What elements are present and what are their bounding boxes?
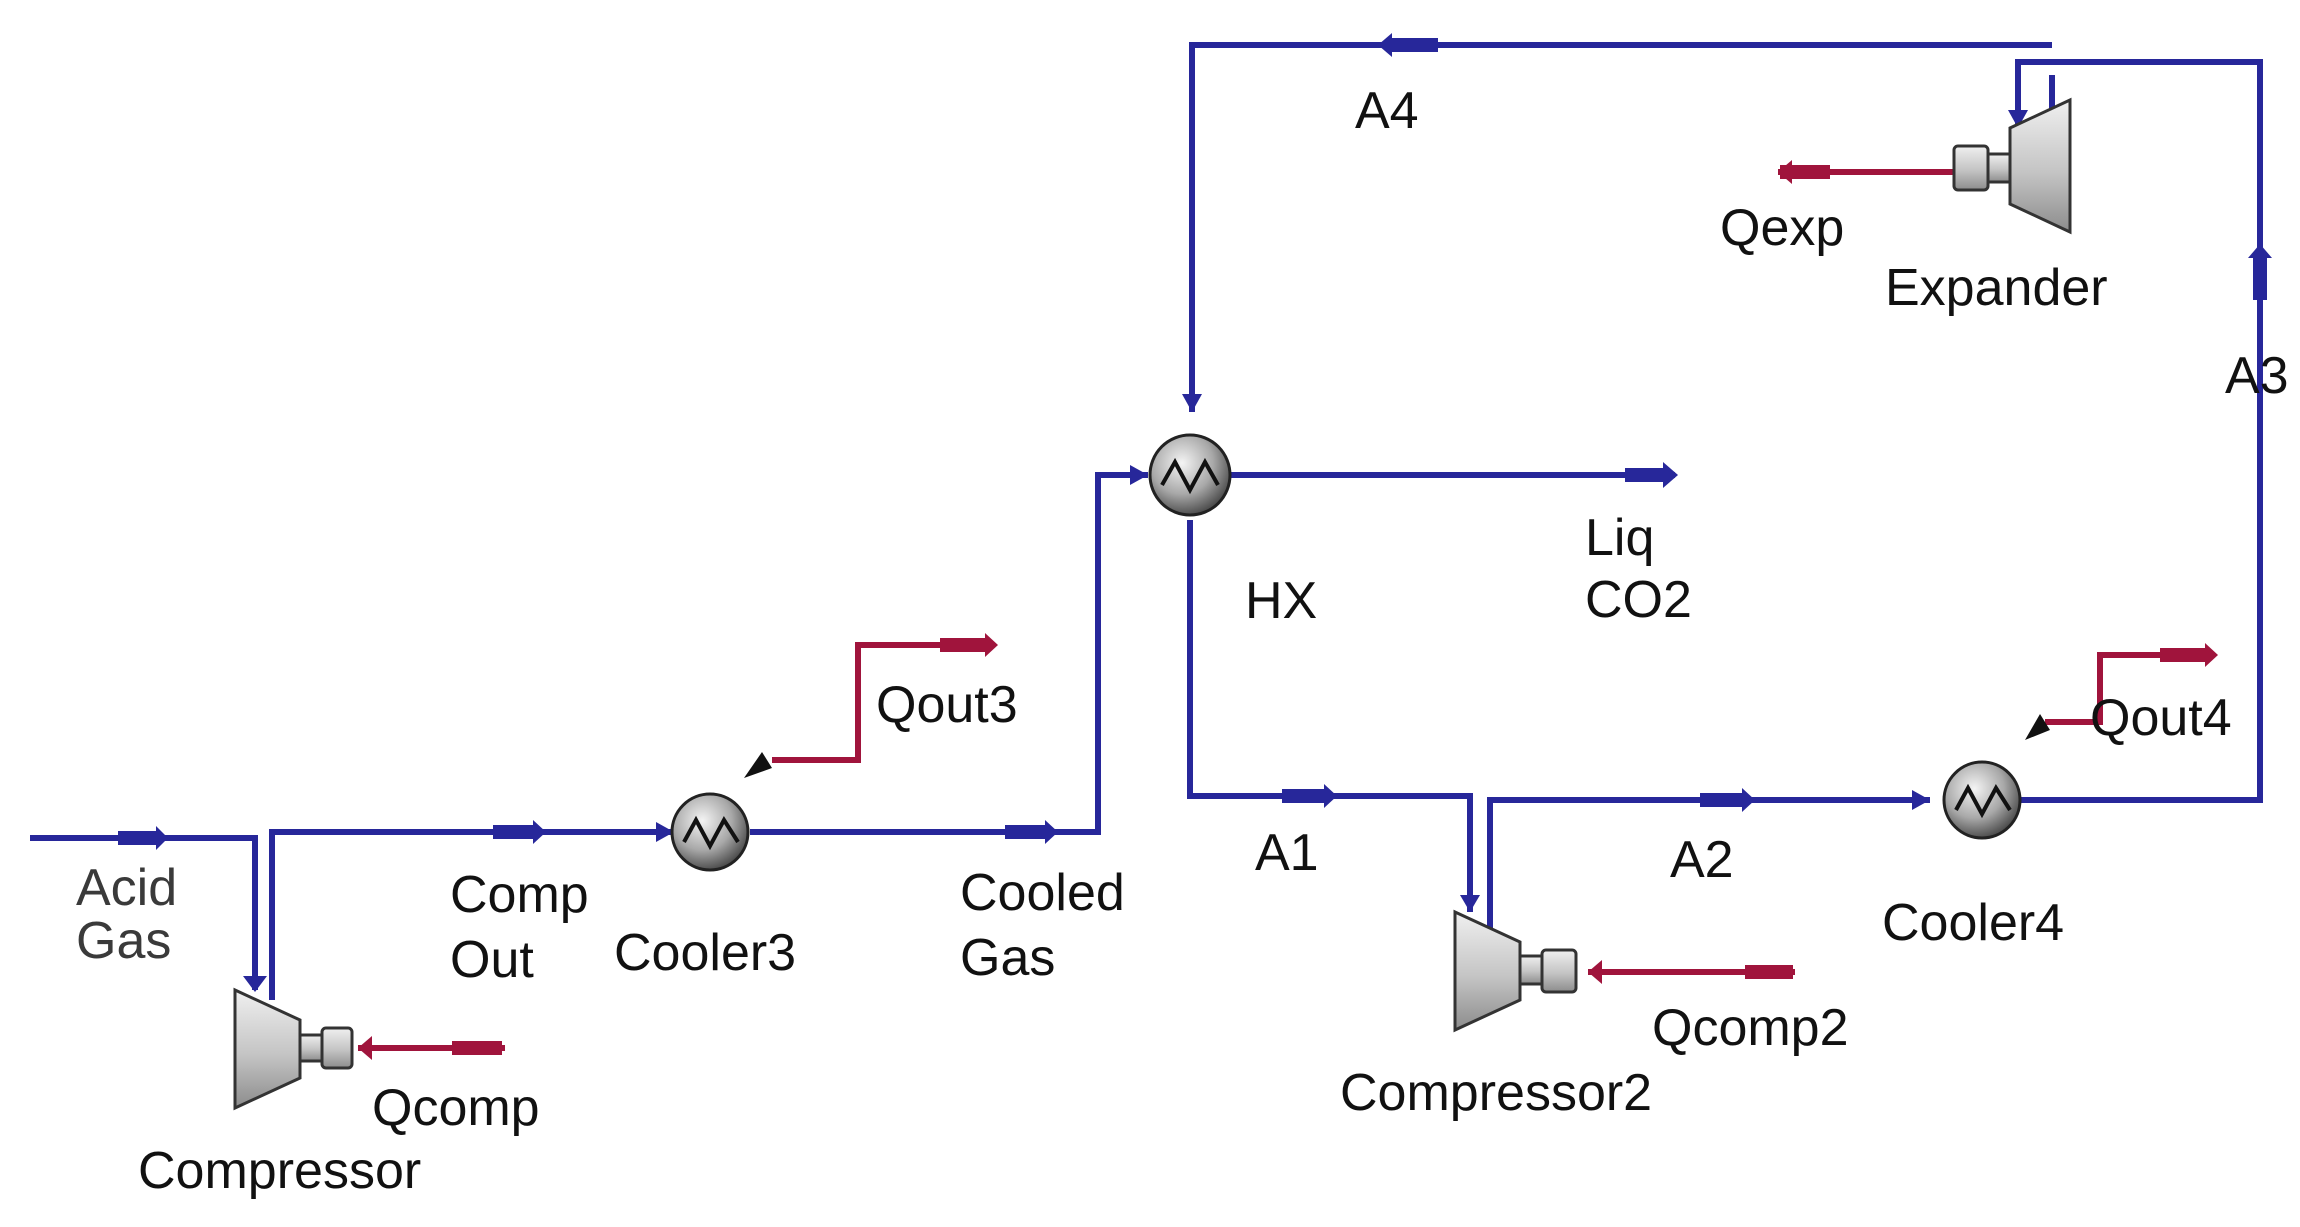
a3-stream-line[interactable]	[2015, 59, 2263, 803]
qout4-label: Qout4	[2090, 689, 2232, 747]
a3-flow-arrow	[2253, 258, 2267, 300]
energy-flow-arrows	[358, 160, 2218, 1060]
qcomp2-flow-arrow	[1745, 965, 1793, 979]
a1-label: A1	[1255, 824, 1319, 882]
liq-co2-label-line2: CO2	[1585, 571, 1692, 629]
a2-label: A2	[1670, 831, 1734, 889]
hx-inlet-arrow	[1130, 465, 1148, 485]
qcomp-label: Qcomp	[372, 1079, 540, 1137]
qout4-flow-arrow	[2160, 648, 2205, 662]
a1-flow-arrow	[1282, 789, 1324, 803]
heat-exchanger-icon[interactable]	[1148, 433, 1232, 517]
heat-exchanger-icon[interactable]	[670, 792, 750, 872]
cooled-gas-flow-arrow	[1005, 825, 1045, 839]
qexp-flow-arrow	[1780, 165, 1830, 179]
compressor2-label: Compressor2	[1340, 1064, 1652, 1122]
qcomp-arrowhead	[358, 1036, 372, 1060]
a2-flow-arrow	[1700, 793, 1742, 807]
qout3-label: Qout3	[876, 676, 1018, 734]
acid-gas-label-line2: Gas	[76, 912, 171, 970]
qout4-outlet-tip	[2025, 714, 2050, 740]
a4-stream-line[interactable]	[1189, 42, 2052, 412]
liq-co2-label-line1: Liq	[1585, 509, 1654, 567]
qexp-label: Qexp	[1720, 199, 1844, 257]
cooler4-label: Cooler4	[1882, 894, 2064, 952]
a4-label: A4	[1355, 82, 1419, 140]
a3-label: A3	[2225, 347, 2289, 405]
acid-gas-label-line1: Acid	[76, 859, 177, 917]
qout3-outlet-tip	[744, 752, 772, 778]
cooler3-inlet-arrow	[656, 822, 674, 842]
expander-icon[interactable]	[1952, 97, 2072, 235]
compressor-icon[interactable]	[233, 987, 354, 1111]
qcomp2-label: Qcomp2	[1652, 999, 1849, 1057]
comp-out-label-line1: Comp	[450, 866, 589, 924]
a4-flow-arrow	[1392, 38, 1438, 52]
qcomp-flow-arrow	[452, 1041, 502, 1055]
expander-label: Expander	[1885, 259, 2108, 317]
hx-top-inlet-arrow	[1182, 394, 1202, 412]
acid-gas-stream-line[interactable]	[30, 835, 258, 990]
compressor2-inlet-arrow	[1460, 895, 1480, 912]
expander-inlet-arrow	[2008, 110, 2028, 128]
a1-stream-line[interactable]	[1187, 520, 1473, 912]
liq-co2-flow-arrow	[1625, 468, 1663, 482]
comp-out-label-line2: Out	[450, 931, 534, 989]
cooled-gas-label-line1: Cooled	[960, 864, 1125, 922]
acid-gas-inlet-arrow	[243, 976, 267, 992]
a2-stream-line[interactable]	[1487, 797, 1930, 932]
qcomp2-arrowhead	[1588, 960, 1602, 984]
acid-gas-flow-arrow	[118, 831, 156, 845]
cooled-gas-stream-line[interactable]	[750, 472, 1148, 835]
hx-label: HX	[1245, 572, 1317, 630]
qexp-arrowhead	[1778, 160, 1792, 184]
material-flow-arrows	[118, 33, 2272, 992]
compressor-label: Compressor	[138, 1142, 421, 1200]
compressor-icon[interactable]	[1453, 909, 1578, 1033]
qout3-flow-arrow	[940, 638, 985, 652]
comp-out-flow-arrow	[493, 825, 533, 839]
qout3-stream-line[interactable]	[772, 642, 985, 763]
qout4-stream-line[interactable]	[2045, 652, 2205, 725]
cooled-gas-label-line2: Gas	[960, 929, 1055, 987]
heat-exchanger-icon[interactable]	[1942, 760, 2022, 840]
cooler4-inlet-arrow	[1912, 790, 1930, 810]
cooler3-label: Cooler3	[614, 924, 796, 982]
